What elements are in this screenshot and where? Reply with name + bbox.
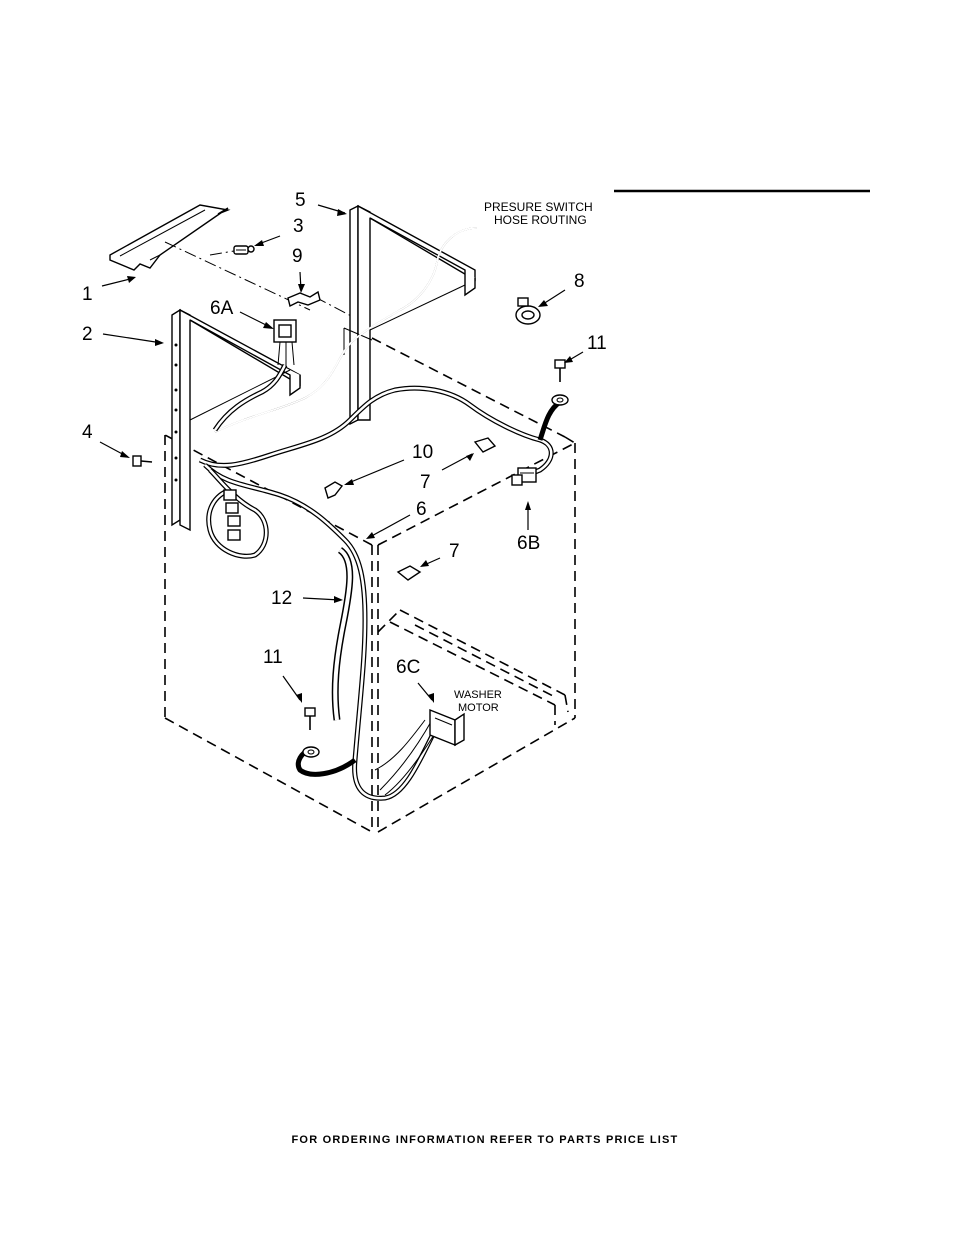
callout-1: 1 [82,284,93,305]
footer-text: FOR ORDERING INFORMATION REFER TO PARTS … [292,1134,679,1146]
callout-6: 6 [416,499,427,520]
clip-10 [324,481,344,499]
washer-motor-note-line1: WASHER [454,689,502,701]
leader-line [314,296,356,319]
callout-6a: 6A [210,298,234,319]
pressure-switch-note-line2: HOSE ROUTING [494,213,587,227]
callout-8: 8 [574,271,585,292]
callout-11-lower: 11 [263,647,283,668]
ground-screw-11-upper [551,359,569,406]
callout-5: 5 [295,190,306,211]
screw-4 [132,455,153,467]
screw-3 [233,245,255,255]
callout-7-lower: 7 [449,541,460,562]
top-bracket [109,204,231,271]
callout-6b: 6B [517,533,540,554]
clip-7-lower [396,565,422,581]
callout-2: 2 [82,324,93,345]
clip-7-upper [473,437,497,453]
pressure-switch-note-line1: PRESURE SWITCH [484,200,593,214]
connector-6a [273,319,297,368]
connector-6c [429,708,465,747]
leader-line [164,241,311,311]
clip-9 [287,290,321,308]
washer-motor-note-line2: MOTOR [458,702,499,714]
callout-10: 10 [412,442,433,463]
right-frame [343,204,476,426]
left-frame [171,308,301,532]
hose-clamp-8 [515,297,541,325]
connector-6b [511,467,537,486]
callout-arrows [99,204,584,703]
ground-screw-11-lower [302,707,320,758]
callout-3: 3 [293,216,304,237]
callout-9: 9 [292,246,303,267]
callout-12: 12 [271,588,292,609]
callout-4: 4 [82,422,93,443]
callout-6c: 6C [396,657,420,678]
callout-11-upper: 11 [587,333,607,354]
wire-harness [198,363,562,801]
left-connectors [223,489,241,541]
callout-7-upper: 7 [420,472,431,493]
